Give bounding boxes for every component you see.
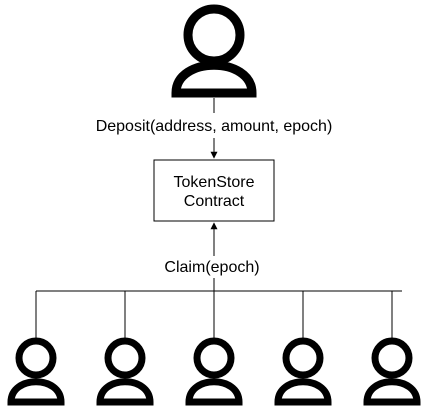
claimant-user-icon-2 — [96, 337, 154, 406]
claimant-drops — [35, 291, 393, 341]
claimant-user-icon-3 — [185, 337, 243, 406]
contract-node — [153, 159, 275, 222]
contract-subtitle: Contract — [184, 193, 245, 210]
depositor-user-icon — [171, 4, 257, 98]
deposit-label: Deposit(address, amount, epoch) — [96, 118, 333, 135]
contract-title: TokenStore — [174, 174, 255, 191]
claimant-user-icon-1 — [7, 337, 65, 406]
claimant-user-icon-5 — [363, 337, 421, 406]
claimant-user-icon-4 — [274, 337, 332, 406]
claim-label: Claim(epoch) — [164, 259, 259, 276]
